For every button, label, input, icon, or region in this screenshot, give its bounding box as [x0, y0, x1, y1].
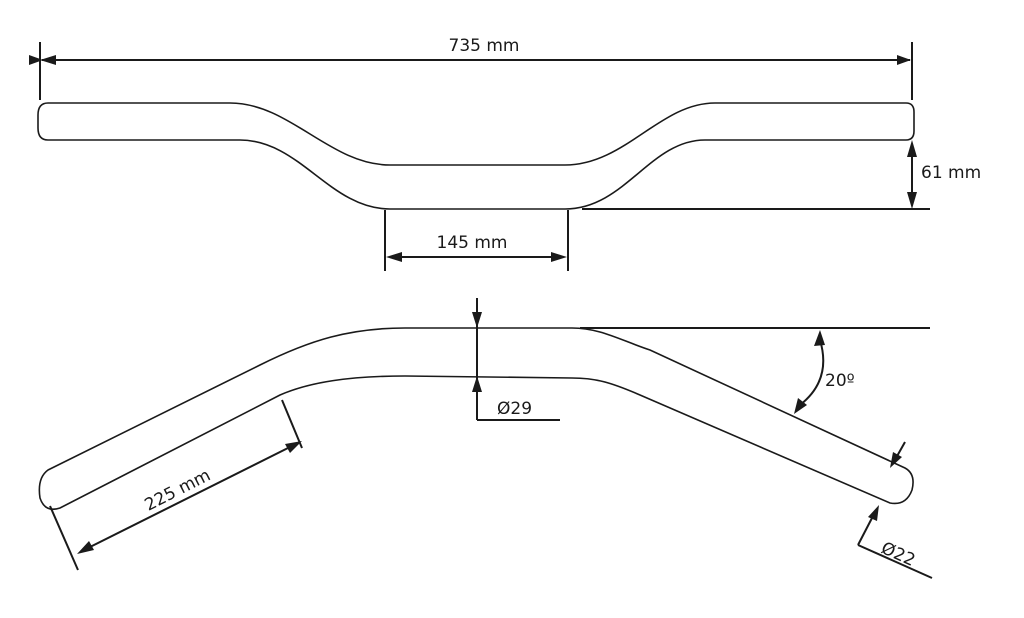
overall-width-label: 735 mm [449, 36, 520, 56]
dimension-grip-diameter: Ø22 [857, 441, 933, 579]
top-view-bar-outline [37, 102, 915, 210]
dimension-rise: 61 mm [582, 140, 981, 210]
rise-label: 61 mm [921, 163, 981, 183]
center-diameter-label: Ø29 [497, 399, 532, 419]
center-width-label: 145 mm [437, 233, 508, 253]
dimension-sweep-angle: 20º [794, 330, 855, 414]
dimension-grip-length: 225 mm [49, 399, 303, 571]
dimension-center-diameter: Ø29 [472, 298, 930, 421]
grip-diameter-label: Ø22 [878, 538, 918, 571]
dimension-overall-width: 735 mm [29, 36, 913, 100]
sweep-angle-label: 20º [825, 371, 855, 391]
dimension-center-width: 145 mm [384, 210, 569, 271]
